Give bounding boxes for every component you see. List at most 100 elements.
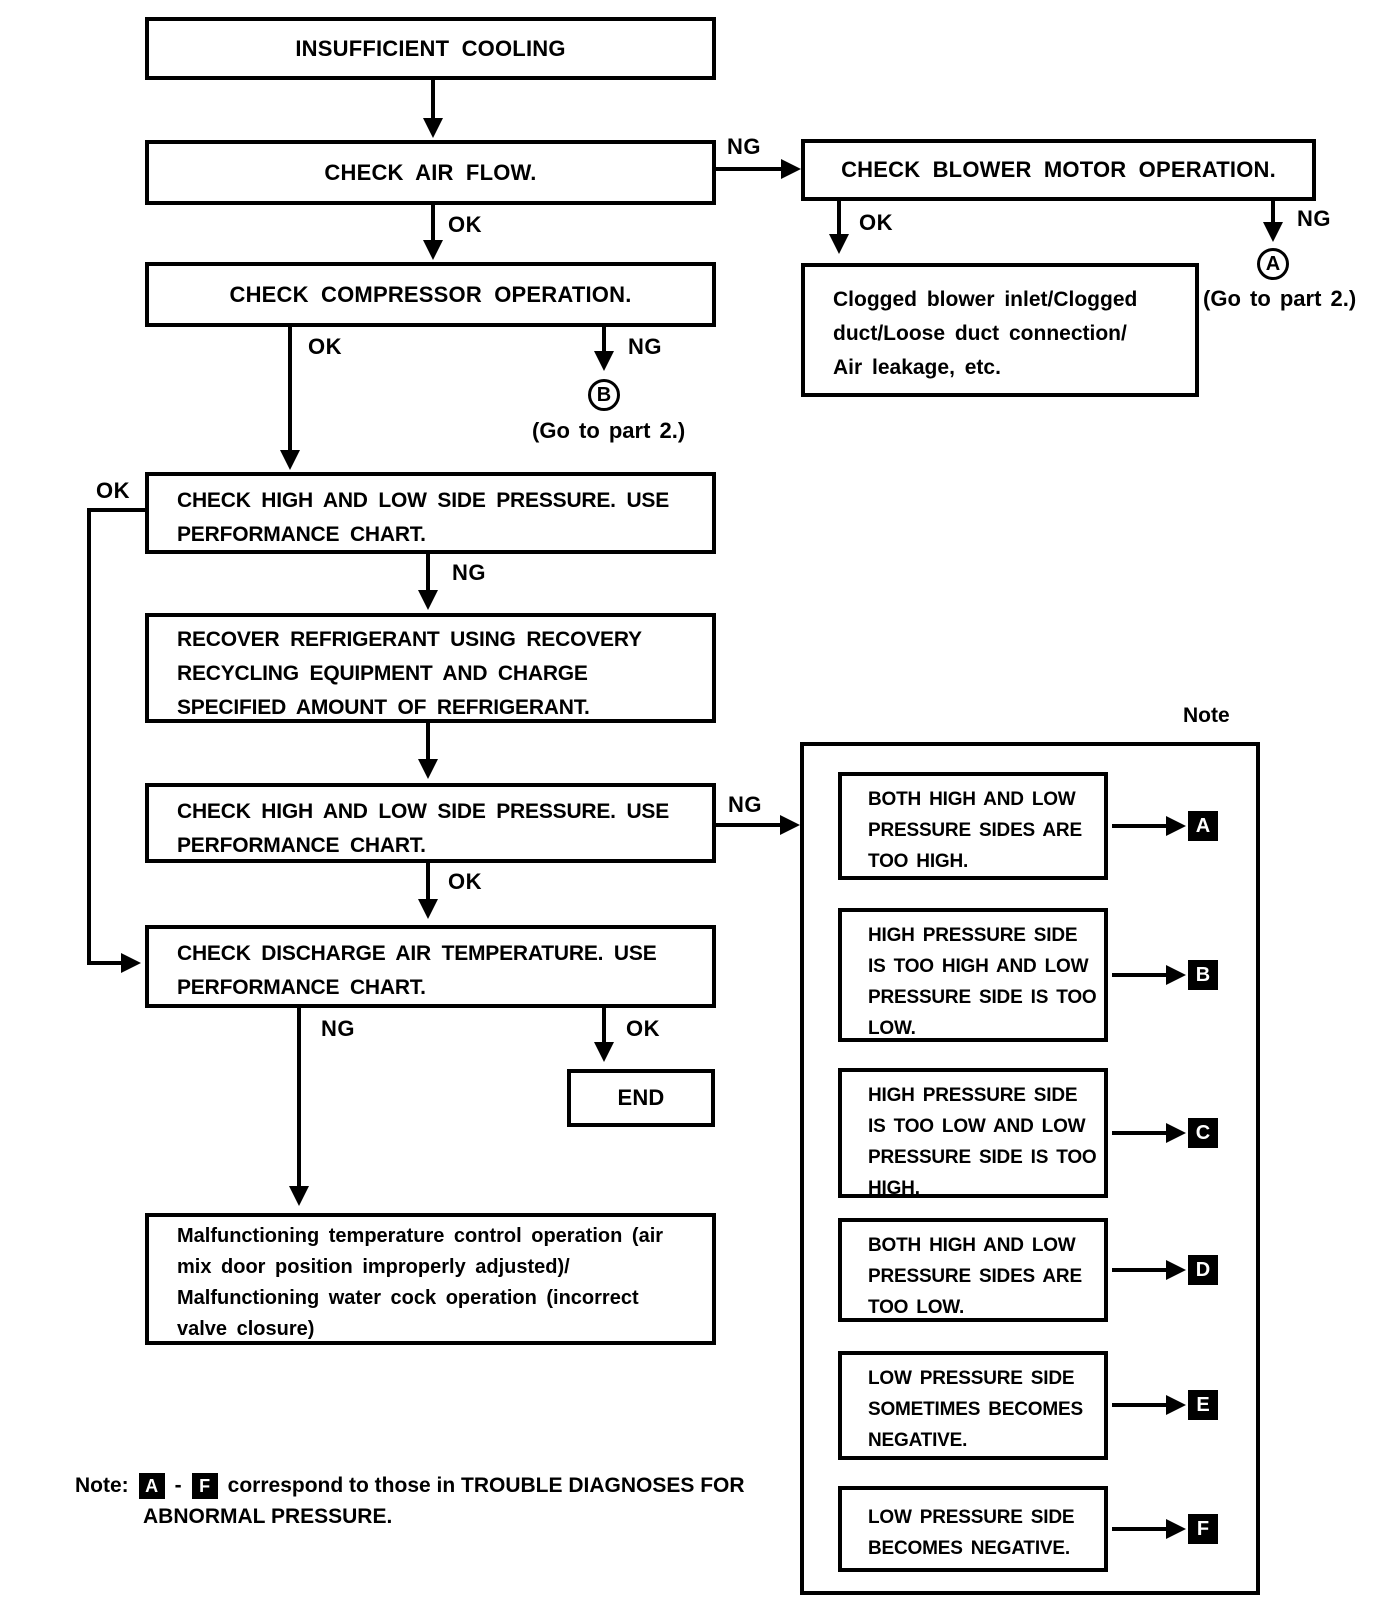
label-compressor-ok: OK — [308, 334, 342, 359]
footnote: Note: A - F correspond to those in TROUB… — [75, 1473, 745, 1529]
arrow-blower-to-clogged — [837, 201, 841, 236]
feedback-loop-bottom-segment — [87, 961, 121, 965]
arrowhead-right-icon — [1166, 1260, 1186, 1280]
box-line: Malfunctioning water cock operation (inc… — [177, 1287, 639, 1309]
note-item-a-box: BOTH HIGH AND LOW PRESSURE SIDES ARE TOO… — [838, 772, 1108, 880]
arrowhead-right-icon — [1166, 965, 1186, 985]
note-item-c-box: HIGH PRESSURE SIDE IS TOO LOW AND LOW PR… — [838, 1068, 1108, 1199]
box-check-compressor-operation: CHECK COMPRESSOR OPERATION. — [145, 262, 716, 327]
box-line: PRESSURE SIDES ARE — [868, 820, 1082, 841]
box-line: IS TOO HIGH AND LOW — [868, 956, 1089, 977]
arrow-discharge-to-malfunction — [297, 1008, 301, 1188]
arrow-insufficient-to-airflow — [431, 80, 435, 120]
label-discharge-ok: OK — [626, 1016, 660, 1041]
arrow-pressure2-to-note-panel — [716, 823, 780, 827]
arrowhead-down-icon — [423, 118, 443, 138]
arrowhead-down-icon — [418, 590, 438, 610]
letter-chip-e: E — [1188, 1390, 1218, 1420]
label-airflow-ng: NG — [727, 134, 761, 159]
connector-circle-b: B — [588, 379, 620, 411]
letter-chip-f: F — [1188, 1514, 1218, 1544]
box-malfunction-temperature-control: Malfunctioning temperature control opera… — [145, 1213, 716, 1345]
box-line: PRESSURE SIDE IS TOO — [868, 987, 1097, 1008]
footnote-text: correspond to those in TROUBLE DIAGNOSES… — [227, 1474, 745, 1497]
note-item-b-box: HIGH PRESSURE SIDE IS TOO HIGH AND LOW P… — [838, 908, 1108, 1042]
box-line: PERFORMANCE CHART. — [177, 523, 426, 546]
box-line: HIGH PRESSURE SIDE — [868, 1085, 1078, 1106]
arrow-discharge-to-end — [602, 1008, 606, 1044]
box-line: PERFORMANCE CHART. — [177, 976, 426, 999]
box-line: CHECK HIGH AND LOW SIDE PRESSURE. USE — [177, 489, 670, 512]
arrowhead-right-icon — [1166, 1519, 1186, 1539]
arrowhead-down-icon — [423, 240, 443, 260]
arrow-to-letter-b — [1112, 973, 1166, 977]
arrow-pressure1-to-recover — [426, 554, 430, 592]
box-line: duct/Loose duct connection/ — [833, 322, 1127, 345]
box-line: LOW PRESSURE SIDE — [868, 1368, 1075, 1389]
box-line: SPECIFIED AMOUNT OF REFRIGERANT. — [177, 696, 590, 719]
box-line: BOTH HIGH AND LOW — [868, 789, 1076, 810]
arrow-airflow-to-blower — [716, 167, 781, 171]
arrow-to-letter-e — [1112, 1403, 1166, 1407]
box-check-pressure-1: CHECK HIGH AND LOW SIDE PRESSURE. USE PE… — [145, 472, 716, 554]
box-line: TOO LOW. — [868, 1297, 965, 1318]
box-line: PERFORMANCE CHART. — [177, 834, 426, 857]
arrowhead-right-icon — [781, 159, 801, 179]
footnote-line-1: Note: A - F correspond to those in TROUB… — [75, 1473, 745, 1499]
arrowhead-right-icon — [1166, 1395, 1186, 1415]
box-line: CHECK HIGH AND LOW SIDE PRESSURE. USE — [177, 800, 670, 823]
label-pressure1-ng: NG — [452, 560, 486, 585]
arrowhead-right-icon — [121, 953, 141, 973]
arrowhead-down-icon — [829, 234, 849, 254]
box-recover-refrigerant: RECOVER REFRIGERANT USING RECOVERY RECYC… — [145, 613, 716, 723]
arrowhead-down-icon — [418, 899, 438, 919]
box-line: HIGH. — [868, 1178, 920, 1199]
note-item-f-box: LOW PRESSURE SIDE BECOMES NEGATIVE. — [838, 1486, 1108, 1572]
arrowhead-right-icon — [1166, 816, 1186, 836]
box-line: BOTH HIGH AND LOW — [868, 1235, 1076, 1256]
label-pressure2-ok: OK — [448, 869, 482, 894]
box-line: HIGH PRESSURE SIDE — [868, 925, 1078, 946]
arrowhead-down-icon — [418, 759, 438, 779]
box-line: NEGATIVE. — [868, 1430, 968, 1451]
box-insufficient-cooling: INSUFFICIENT COOLING — [145, 17, 716, 80]
footnote-dash: - — [174, 1474, 182, 1497]
box-line: SOMETIMES BECOMES — [868, 1399, 1083, 1420]
arrowhead-down-icon — [289, 1186, 309, 1206]
box-line: mix door position improperly adjusted)/ — [177, 1256, 570, 1278]
footnote-prefix: Note: — [75, 1474, 129, 1497]
box-line: RECYCLING EQUIPMENT AND CHARGE — [177, 662, 588, 685]
goto-part2-b: (Go to part 2.) — [532, 418, 686, 443]
footnote-line-2: ABNORMAL PRESSURE. — [143, 1505, 393, 1528]
box-line: PRESSURE SIDE IS TOO — [868, 1147, 1097, 1168]
box-line: Clogged blower inlet/Clogged — [833, 288, 1138, 311]
arrow-airflow-to-compressor — [431, 205, 435, 241]
box-line: LOW. — [868, 1018, 916, 1039]
box-line: LOW PRESSURE SIDE — [868, 1507, 1075, 1528]
letter-chip-b: B — [1188, 960, 1218, 990]
label-blower-ok: OK — [859, 210, 893, 235]
box-line: IS TOO LOW AND LOW — [868, 1116, 1086, 1137]
arrow-compressor-ng-branch — [602, 327, 606, 352]
arrowhead-down-icon — [280, 450, 300, 470]
letter-chip-c: C — [1188, 1118, 1218, 1148]
arrow-recover-to-pressure2 — [426, 723, 430, 761]
arrow-pressure2-to-discharge — [426, 863, 430, 901]
box-line: Air leakage, etc. — [833, 356, 1001, 379]
arrowhead-down-icon — [594, 351, 614, 371]
arrowhead-right-icon — [780, 815, 800, 835]
box-line: valve closure) — [177, 1318, 315, 1340]
arrow-blower-ng-branch — [1271, 201, 1275, 224]
arrowhead-down-icon — [1263, 222, 1283, 242]
box-line: BECOMES NEGATIVE. — [868, 1538, 1070, 1559]
arrow-compressor-to-pressure1 — [288, 327, 292, 451]
box-line: PRESSURE SIDES ARE — [868, 1266, 1082, 1287]
label-pressure2-ng: NG — [728, 792, 762, 817]
note-panel-title: Note — [1183, 704, 1230, 727]
box-end: END — [567, 1069, 715, 1127]
label-discharge-ng: NG — [321, 1016, 355, 1041]
feedback-loop-vertical-segment — [87, 508, 91, 965]
box-check-discharge-air-temperature: CHECK DISCHARGE AIR TEMPERATURE. USE PER… — [145, 925, 716, 1008]
arrow-to-letter-a — [1112, 824, 1166, 828]
